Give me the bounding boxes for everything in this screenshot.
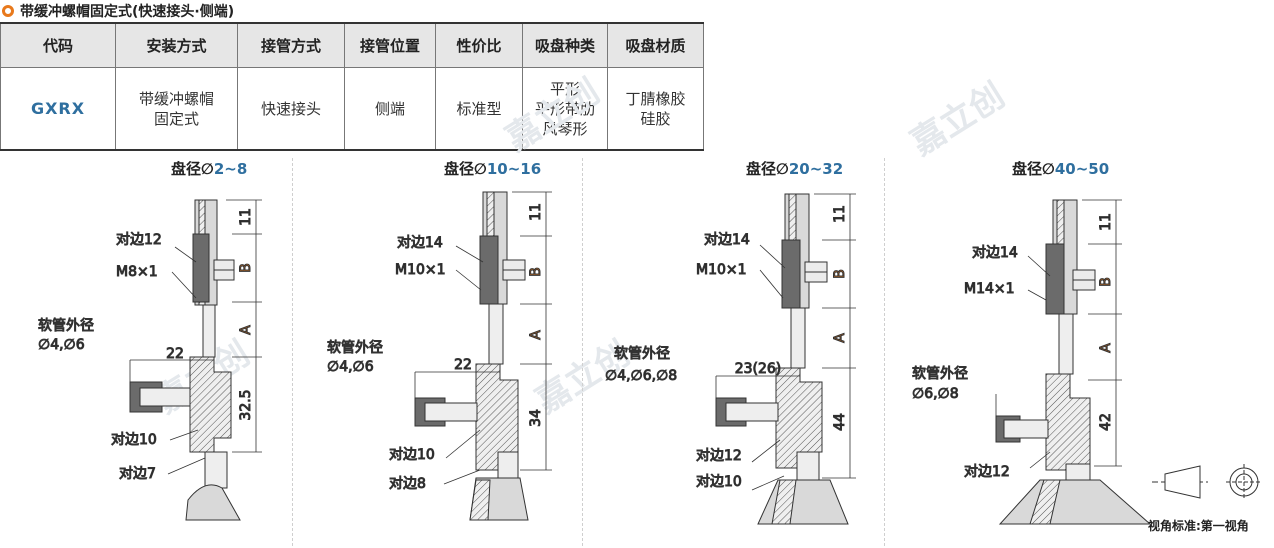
piston-rod: [790, 307, 806, 369]
projection-symbol-icon: [1152, 464, 1262, 500]
dim-vertical: 34: [528, 409, 544, 427]
caption-4: 盘径∅40~50: [1012, 160, 1110, 178]
dim-a: A: [1098, 343, 1114, 353]
hex-label: 对边14: [972, 245, 1018, 261]
table-header-row: 代码 安装方式 接管方式 接管位置 性价比 吸盘种类 吸盘材质: [0, 22, 704, 68]
dim-top: 11: [528, 203, 544, 221]
drawing-3: 11 B A 44 23(26) 对边14 M10×1 软管外径 ∅4,∅6,∅…: [605, 193, 856, 525]
dim-horizontal: 22: [454, 357, 472, 373]
dim-b: B: [1098, 277, 1114, 287]
cell-pad-types: 平形 平形带肋 风琴形: [522, 67, 608, 151]
header-material: 吸盘材质: [607, 22, 704, 68]
tube-label-sizes: ∅4,∅6: [327, 359, 374, 375]
tube-label-title: 软管外径: [912, 366, 968, 382]
connector-sleeve: [725, 402, 779, 422]
hex-label: 对边12: [116, 232, 162, 248]
cell-code: GXRX: [0, 67, 116, 151]
connector-sleeve: [1003, 419, 1049, 439]
label-mid: 对边12: [696, 448, 742, 464]
dim-a: A: [238, 325, 254, 335]
caption-1: 盘径∅2~8: [171, 160, 248, 178]
dim-b: B: [238, 263, 254, 273]
lock-nut: [192, 233, 210, 303]
dim-vertical: 32.5: [238, 389, 254, 420]
drawing-4: 11 B A 42 对边14 M14×1 软管外径 ∅6,∅8 对边12: [912, 199, 1152, 525]
header-mount: 安装方式: [115, 22, 238, 68]
view-standard-note: 视角标准:第一视角: [1148, 519, 1249, 533]
drawing-1: 11 B A 32.5 22 对边12 M8×1 软管外径 ∅4,∅6 对边10…: [38, 199, 262, 521]
pad-adapter: [204, 451, 228, 489]
tube-label-sizes: ∅4,∅6: [38, 337, 85, 353]
dim-b: B: [832, 269, 848, 279]
circle-bullet-icon: [2, 5, 14, 17]
fitting-body: [189, 356, 232, 453]
label-low: 对边12: [964, 464, 1010, 480]
divider: [884, 158, 885, 546]
header-code: 代码: [0, 22, 116, 68]
cell-pipe-position: 侧端: [344, 67, 436, 151]
divider: [292, 158, 293, 546]
dim-b: B: [528, 267, 544, 277]
suction-pad: [185, 484, 241, 521]
header-value: 性价比: [435, 22, 523, 68]
cell-pipe-method: 快速接头: [237, 67, 345, 151]
dim-vertical: 42: [1098, 413, 1114, 431]
piston-rod: [1058, 313, 1074, 375]
dim-horizontal: 22: [166, 346, 184, 362]
caption-3: 盘径∅20~32: [746, 160, 844, 178]
hex-label: 对边14: [397, 235, 443, 251]
label-low: 对边7: [119, 466, 156, 482]
fitting-body: [775, 367, 823, 469]
thread-label: M14×1: [964, 281, 1015, 297]
pad-adapter: [1065, 463, 1091, 481]
tube-label-sizes: ∅6,∅8: [912, 386, 959, 402]
dim-vertical: 44: [832, 413, 848, 431]
dim-a: A: [832, 333, 848, 343]
spec-table: 代码 安装方式 接管方式 接管位置 性价比 吸盘种类 吸盘材质 GXRX 带缓冲…: [0, 22, 704, 151]
header-pipe-position: 接管位置: [344, 22, 436, 68]
table-row: GXRX 带缓冲螺帽 固定式 快速接头 侧端 标准型 平形 平形带肋 风琴形 丁…: [0, 67, 704, 151]
tube-label-title: 软管外径: [614, 346, 670, 362]
dim-top: 11: [238, 208, 254, 226]
tube-label-sizes: ∅4,∅6,∅8: [605, 368, 677, 384]
suction-pad: [757, 479, 849, 525]
dim-top: 11: [832, 205, 848, 223]
dim-top: 11: [1098, 213, 1114, 231]
label-mid: 对边10: [111, 432, 157, 448]
drawing-2: 11 B A 34 22 对边14 M10×1 软管外径 ∅4,∅6 对边10 …: [327, 191, 552, 521]
cell-material: 丁腈橡胶 硅胶: [607, 67, 704, 151]
thread-label: M8×1: [116, 264, 158, 280]
thread-label: M10×1: [395, 262, 446, 278]
hex-label: 对边14: [704, 232, 750, 248]
dim-horizontal: 23(26): [735, 361, 782, 377]
piston-rod: [202, 304, 216, 358]
section-title-text: 带缓冲螺帽固定式(快速接头·侧端): [20, 4, 235, 20]
piston-rod: [488, 303, 504, 365]
divider: [582, 158, 583, 546]
header-pad-type: 吸盘种类: [522, 22, 608, 68]
tube-label-title: 软管外径: [38, 318, 94, 334]
pad-adapter: [796, 451, 820, 481]
cell-mount: 带缓冲螺帽 固定式: [115, 67, 238, 151]
cell-value: 标准型: [435, 67, 523, 151]
section-title: 带缓冲螺帽固定式(快速接头·侧端): [2, 1, 234, 21]
label-low: 对边8: [389, 476, 426, 492]
dim-a: A: [528, 330, 544, 340]
connector-sleeve: [424, 402, 478, 422]
fitting-body: [1045, 373, 1091, 471]
lock-nut: [781, 239, 801, 309]
label-low: 对边10: [696, 474, 742, 490]
suction-pad: [998, 479, 1152, 525]
lock-nut: [479, 235, 499, 305]
lock-nut: [1045, 243, 1065, 315]
tube-label-title: 软管外径: [327, 340, 383, 356]
connector-sleeve: [139, 387, 191, 407]
caption-2: 盘径∅10~16: [444, 160, 542, 178]
label-mid: 对边10: [389, 447, 435, 463]
thread-label: M10×1: [696, 262, 747, 278]
